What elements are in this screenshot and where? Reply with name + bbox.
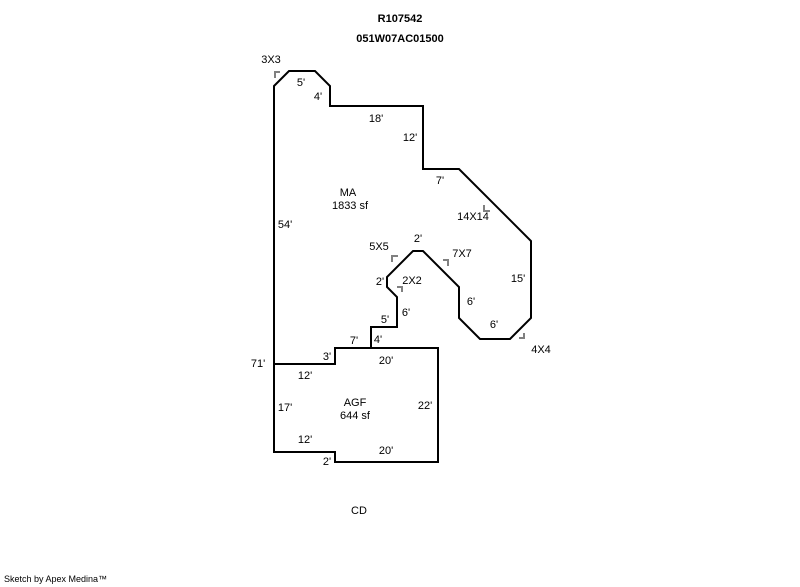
cd-label: CD [351, 505, 367, 517]
dimension-label: 2' [322, 456, 332, 468]
dimension-label: 7' [435, 175, 445, 187]
corner-label: 5X5 [369, 241, 389, 253]
corner-markers [274, 71, 525, 339]
ma-outline [273, 70, 532, 365]
area-code-agf: AGF [343, 397, 367, 409]
area-size-agf: 644 sf [340, 410, 370, 422]
corner-marker [274, 71, 280, 78]
corner-marker [443, 259, 449, 266]
dimension-label: 18' [368, 113, 384, 125]
dimension-label: 12' [297, 434, 313, 446]
area-code-ma: MA [339, 187, 357, 199]
map-number: 051W07AC01500 [356, 33, 444, 45]
dimension-label: 22' [417, 400, 433, 412]
dimension-label: 6' [401, 307, 411, 319]
dimension-label: 6' [489, 319, 499, 331]
corner-label: 14X14 [457, 211, 489, 223]
dimension-label: 7' [349, 335, 359, 347]
dimension-label: 4' [313, 91, 323, 103]
dimension-label: 4' [373, 334, 383, 346]
dimension-label: 17' [277, 402, 293, 414]
dimension-label: 71' [250, 358, 266, 370]
dimension-label: 2' [413, 233, 423, 245]
dimension-label: 5' [380, 314, 390, 326]
sketch-credit: Sketch by Apex Medina™ [4, 574, 108, 584]
dimension-label: 20' [378, 445, 394, 457]
corner-label: 4X4 [531, 344, 551, 356]
dimension-label: 2' [375, 276, 385, 288]
dimension-label: 15' [510, 273, 526, 285]
corner-label: 2X2 [402, 275, 422, 287]
dimension-label: 20' [378, 355, 394, 367]
corner-label: 7X7 [452, 248, 472, 260]
dimension-label: 12' [297, 370, 313, 382]
dimension-label: 3' [322, 351, 332, 363]
area-size-ma: 1833 sf [331, 200, 369, 212]
dimension-label: 5' [296, 77, 306, 89]
dimension-label: 54' [277, 219, 293, 231]
account-number: R107542 [377, 13, 423, 25]
corner-marker [483, 205, 490, 212]
dimension-label: 6' [466, 296, 476, 308]
agf-outline [273, 347, 439, 463]
dimension-label: 12' [402, 132, 418, 144]
corner-label: 3X3 [261, 54, 281, 66]
corner-marker [519, 333, 525, 339]
corner-marker [397, 286, 403, 292]
corner-marker [391, 255, 398, 262]
